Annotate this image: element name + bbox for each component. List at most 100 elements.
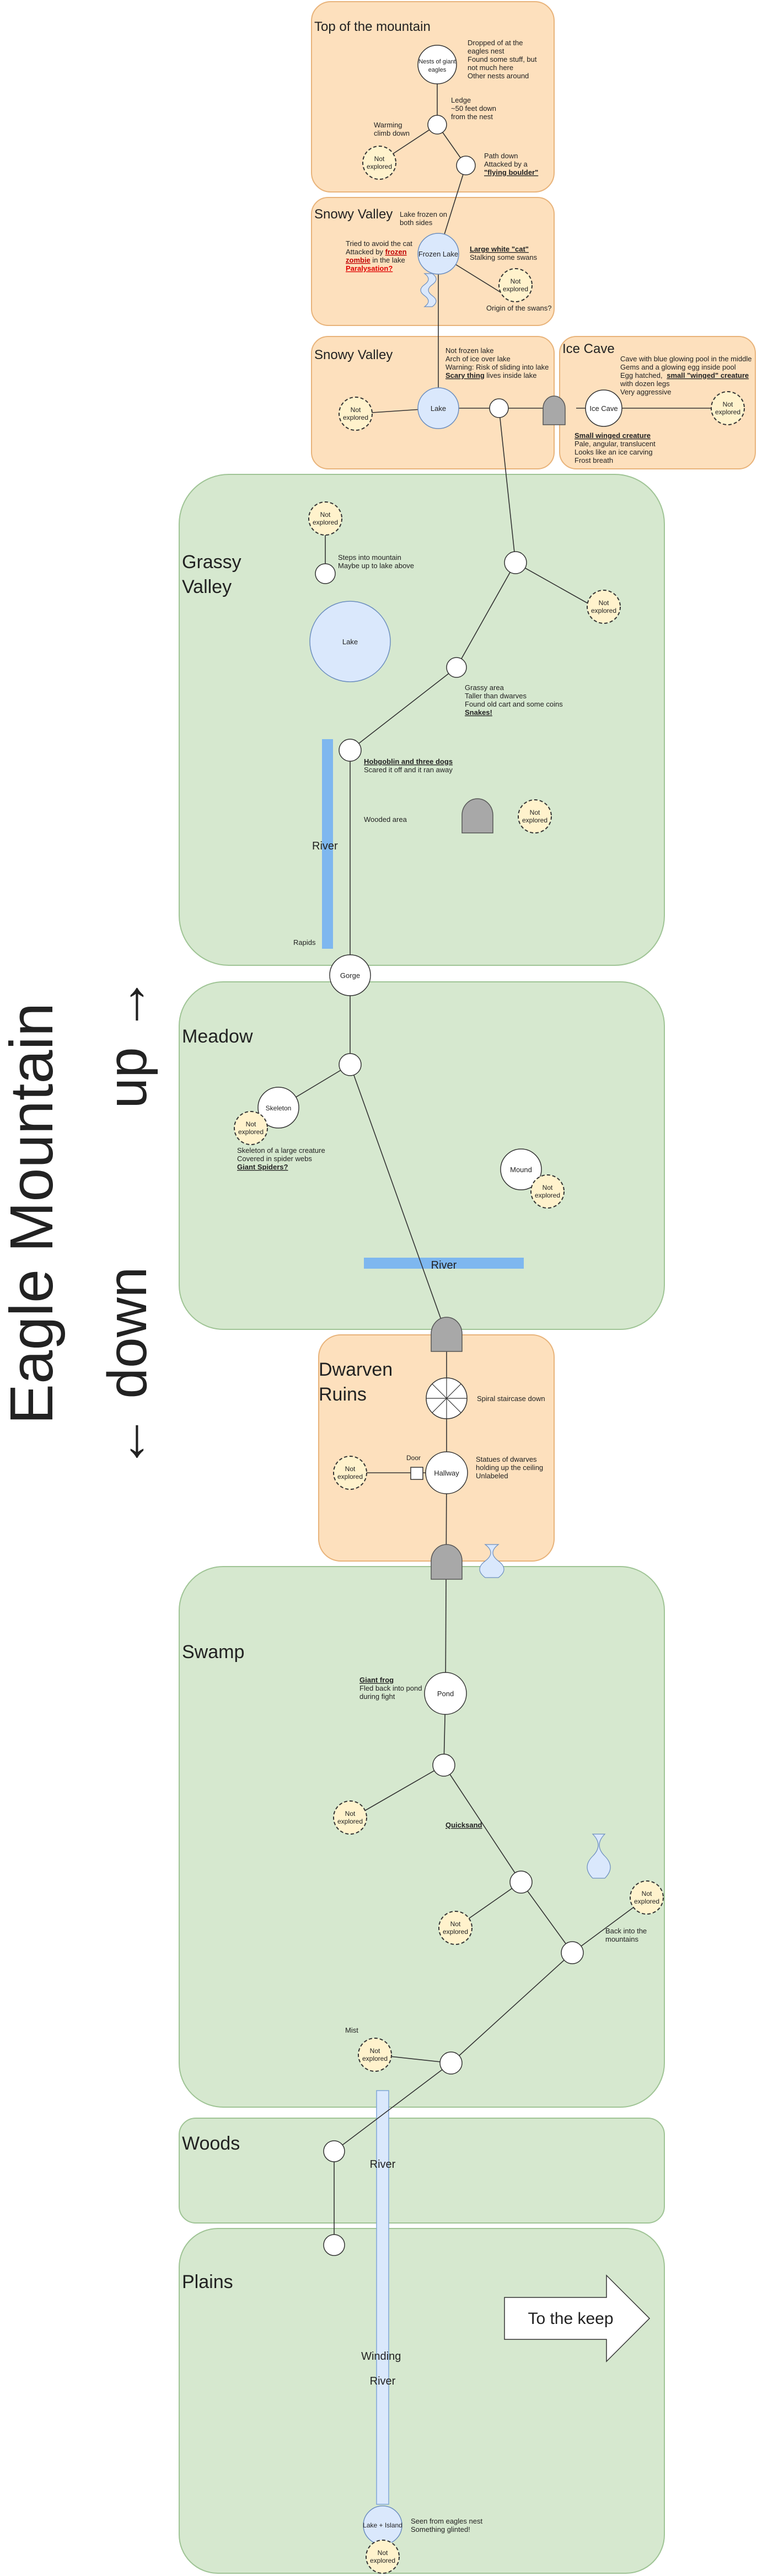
unexplored-label: Not: [320, 511, 331, 519]
node-ledge[interactable]: [427, 115, 447, 135]
node-hobgoblin[interactable]: [339, 739, 362, 762]
unexplored-label: explored: [238, 1128, 264, 1136]
note-statues: Statues of dwarves holding up the ceilin…: [476, 1455, 545, 1480]
node-lake-junction[interactable]: [489, 398, 509, 418]
node-grassy-fork[interactable]: [504, 551, 527, 574]
door-arch-ice-cave[interactable]: [543, 396, 566, 425]
unexplored-grassy-door[interactable]: [518, 799, 552, 833]
unexplored-label: Not: [723, 400, 733, 408]
node-door[interactable]: [410, 1467, 423, 1480]
label-nests-2: eagles: [428, 67, 447, 73]
unexplored-label: explored: [367, 163, 392, 170]
river-grassy-valley: [322, 739, 333, 949]
unexplored-label: explored: [522, 816, 547, 824]
label-frozen-lake: Frozen Lake: [418, 250, 458, 258]
label-lake-snowy: Lake: [431, 404, 446, 413]
node-plains-top[interactable]: [323, 2234, 345, 2256]
water-wave-icon-swamp: [587, 1834, 611, 1879]
region-title-grassy-2: Valley: [182, 576, 232, 597]
node-frozen-lake[interactable]: [417, 233, 459, 275]
unexplored-label: Not: [599, 599, 609, 607]
door-arch-grassy[interactable]: [461, 798, 493, 833]
node-eagle-nests[interactable]: [417, 45, 457, 84]
node-mound[interactable]: [500, 1148, 542, 1190]
unexplored-swamp-left[interactable]: [333, 1800, 367, 1835]
node-grassy-area[interactable]: [446, 657, 467, 678]
node-ice-cave[interactable]: [585, 389, 622, 427]
unexplored-label: explored: [535, 1191, 560, 1199]
spiral-staircase-icon[interactable]: [426, 1377, 468, 1419]
label-river-grassy: River: [312, 840, 338, 852]
unexplored-label: explored: [337, 1473, 363, 1481]
node-skeleton[interactable]: [257, 1087, 299, 1129]
label-pond: Pond: [437, 1690, 454, 1698]
node-quicksand[interactable]: [509, 1870, 533, 1894]
title-up-arrow: up →: [96, 976, 158, 1108]
unexplored-grassy-right[interactable]: [587, 590, 621, 624]
unexplored-label: Not: [351, 406, 361, 414]
water-wave-icon-ruins: [479, 1544, 504, 1578]
region-title-woods: Woods: [182, 2133, 240, 2154]
unexplored-label: Not: [345, 1465, 356, 1473]
region-title-grassy-1: Grassy: [182, 552, 241, 573]
note-lake-frozen: Lake frozen on both sides: [400, 210, 449, 227]
unexplored-mist[interactable]: [358, 2038, 392, 2072]
unexplored-label: explored: [715, 408, 740, 416]
label-nests-1: Nests of giant: [418, 58, 455, 65]
unexplored-label: explored: [362, 2055, 388, 2062]
unexplored-ice-cave[interactable]: [711, 391, 745, 425]
note-large-white-cat: Large white "cat" Stalking some swans: [470, 245, 538, 261]
label-gorge: Gorge: [340, 971, 360, 980]
note-quicksand: Quicksand: [445, 1821, 482, 1829]
unexplored-snowy-lower[interactable]: [339, 397, 373, 431]
note-grassy-area: Grassy area Taller than dwarves Found ol…: [465, 683, 565, 717]
region-grassy-valley: [179, 474, 665, 966]
door-arch-ruins-bottom[interactable]: [431, 1544, 463, 1580]
region-woods: [179, 2118, 665, 2224]
node-hallway[interactable]: [425, 1451, 468, 1494]
to-the-keep-arrow[interactable]: [504, 2274, 651, 2363]
unexplored-label: Not: [642, 1890, 652, 1898]
note-origin-swans: Origin of the swans?: [486, 304, 552, 312]
region-title-top: Top of the mountain: [314, 19, 431, 34]
label-ice-cave: Ice Cave: [589, 404, 618, 413]
note-steps: Steps into mountain Maybe up to lake abo…: [338, 553, 414, 570]
note-back-into-mountains: Back into the mountains: [605, 1927, 649, 1943]
unexplored-swamp-right[interactable]: [630, 1880, 664, 1915]
node-swamp-fork-2[interactable]: [561, 1941, 584, 1964]
door-arch-ruins-top[interactable]: [431, 1317, 463, 1352]
unexplored-mound[interactable]: [530, 1174, 565, 1209]
note-warming: Warming climb down: [374, 121, 410, 137]
unexplored-swamp-mid[interactable]: [438, 1911, 473, 1945]
label-mound: Mound: [510, 1166, 532, 1174]
unexplored-top[interactable]: [362, 146, 396, 180]
label-lake-grassy: Lake: [342, 638, 358, 646]
region-title-dwarven-2: Ruins: [319, 1384, 367, 1405]
node-lake-snowy[interactable]: [417, 387, 459, 429]
node-woods[interactable]: [323, 2140, 345, 2162]
unexplored-lake-island[interactable]: [366, 2540, 400, 2574]
unexplored-snowy-upper[interactable]: [498, 268, 533, 302]
unexplored-grassy-top[interactable]: [308, 501, 342, 536]
unexplored-markers[interactable]: [234, 146, 745, 2574]
unexplored-skeleton[interactable]: [234, 1111, 268, 1145]
unexplored-ruins[interactable]: [333, 1456, 367, 1490]
unexplored-label: explored: [443, 1928, 468, 1936]
node-meadow-fork[interactable]: [339, 1053, 362, 1076]
node-swamp-fork-1[interactable]: [432, 1754, 455, 1777]
node-pond[interactable]: [424, 1672, 467, 1715]
title-eagle-mountain: Eagle Mountain: [0, 1003, 66, 1424]
region-title-dwarven-1: Dwarven: [319, 1359, 393, 1380]
node-swamp-south[interactable]: [439, 2051, 463, 2075]
node-steps[interactable]: [315, 563, 336, 584]
node-lake-grassy[interactable]: [309, 601, 391, 682]
unexplored-label: Not: [511, 277, 521, 285]
node-path-down[interactable]: [456, 156, 476, 175]
region-title-ice-cave: Ice Cave: [562, 341, 615, 356]
unexplored-label: explored: [337, 1818, 363, 1825]
unexplored-label: explored: [503, 285, 528, 293]
node-gorge[interactable]: [329, 954, 371, 996]
note-spiral-staircase: Spiral staircase down: [477, 1394, 545, 1403]
region-title-snowy-upper: Snowy Valley: [314, 207, 393, 222]
note-rapids: Rapids: [293, 938, 316, 947]
